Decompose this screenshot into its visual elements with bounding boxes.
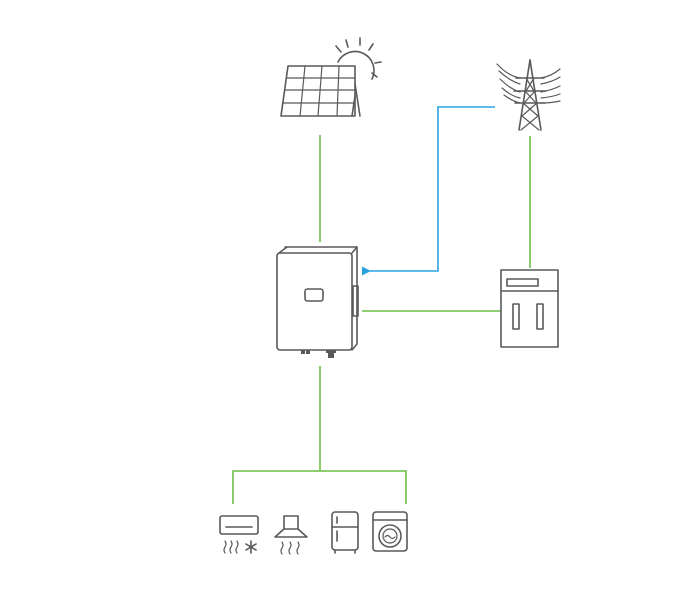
loads-bus-line	[232, 470, 407, 504]
panel-grid	[280, 65, 361, 117]
battery-cabinet-icon	[500, 269, 559, 348]
snowflake-icon	[245, 540, 257, 554]
power-lines-left	[496, 63, 521, 104]
air-conditioner-icon	[219, 515, 259, 554]
range-hood-icon	[274, 515, 308, 555]
inverter-icon	[276, 246, 359, 358]
washing-machine-icon	[372, 511, 408, 552]
grid-to-inverter-arrow-line	[362, 106, 495, 276]
solar-panel-icon	[280, 37, 382, 117]
tower-body	[513, 59, 547, 131]
refrigerator-icon	[331, 511, 359, 554]
inverter-display	[304, 288, 324, 302]
power-lines-right	[540, 68, 561, 104]
loads-group	[219, 511, 408, 555]
sun-icon	[335, 37, 382, 80]
connection-lines	[232, 106, 531, 504]
transmission-tower-icon	[496, 59, 561, 131]
